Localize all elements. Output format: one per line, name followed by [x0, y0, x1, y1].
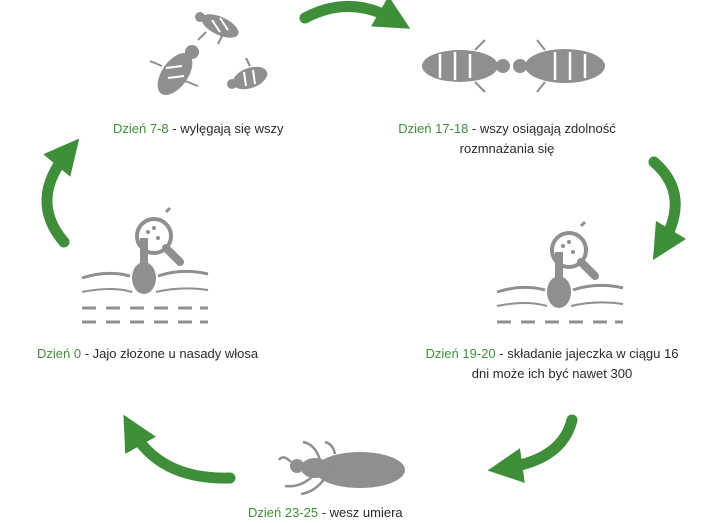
- stage-label-day-23-25: Dzień 23-25 - wesz umiera: [248, 503, 403, 523]
- stage-separator: -: [81, 346, 93, 361]
- stage-label-day-0: Dzień 0 - Jajo złożone u nasady włosa: [37, 344, 258, 364]
- dead-louse-icon: [277, 440, 405, 496]
- stage-label-day-17-18: Dzień 17-18 - wszy osiągają zdolność roz…: [378, 119, 636, 159]
- stage-day: Dzień 0: [37, 346, 82, 361]
- egg-on-hair-magnifier-icon: [81, 206, 209, 324]
- stage-description: wesz umiera: [329, 505, 403, 520]
- stage-description: Jajo złożone u nasady włosa: [92, 346, 259, 361]
- two-adult-lice-icon: [422, 39, 605, 93]
- stage-day: Dzień 19-20: [425, 346, 496, 361]
- stage-day: Dzień 23-25: [248, 505, 319, 520]
- stage-day: Dzień 17-18: [398, 121, 469, 136]
- egg-on-hair-magnifier-icon: [496, 220, 624, 324]
- stage-description: wszy osiągają zdolność: [479, 121, 616, 136]
- stage-separator: -: [495, 346, 508, 361]
- stage-separator: -: [468, 121, 480, 136]
- stage-label-day-19-20: Dzień 19-20 - składanie jajeczka w ciągu…: [404, 344, 700, 384]
- stage-description: wylęgają się wszy: [180, 121, 284, 136]
- stage-description: składanie jajeczka w ciągu 16: [507, 346, 679, 361]
- stage-separator: -: [168, 121, 181, 136]
- stage-description-line2: rozmnażania się: [459, 141, 555, 156]
- three-lice-icon: [149, 12, 268, 96]
- stage-separator: -: [318, 505, 330, 520]
- stage-label-day-7-8: Dzień 7-8 - wylęgają się wszy: [113, 119, 284, 139]
- stage-description-line2: dni może ich być nawet 300: [471, 366, 633, 381]
- stage-day: Dzień 7-8: [113, 121, 169, 136]
